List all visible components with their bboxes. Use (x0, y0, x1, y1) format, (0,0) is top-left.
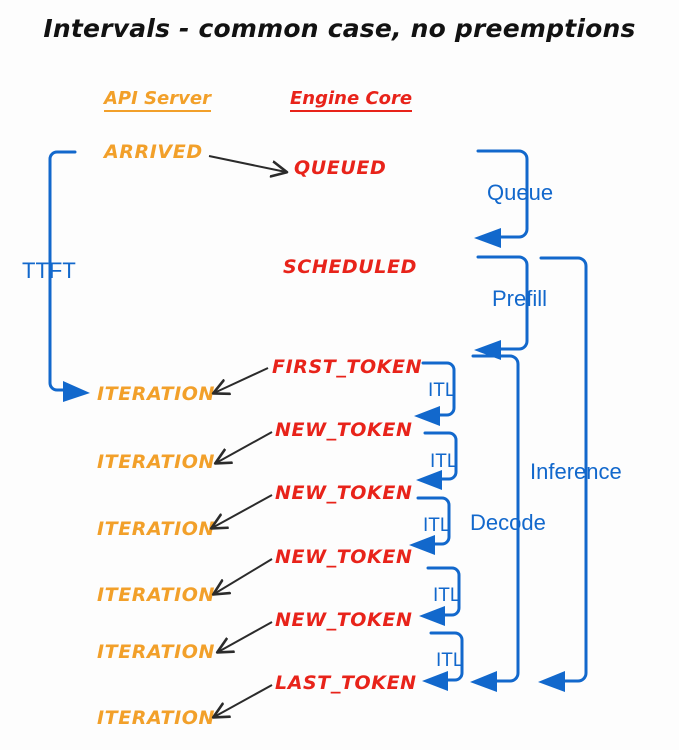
state-iteration-2: ITERATION (97, 451, 216, 473)
state-queued: QUEUED (294, 157, 387, 179)
state-iteration-3: ITERATION (97, 518, 216, 540)
arrow-new-token-2-to-iteration (212, 494, 273, 528)
column-header-api-server: API Server (104, 89, 211, 112)
interval-label-itl-2: ITL (430, 451, 458, 472)
interval-label-itl-5: ITL (436, 650, 464, 671)
arrow-new-token-3-to-iteration (214, 558, 273, 594)
state-first-token: FIRST_TOKEN (272, 356, 423, 378)
state-iteration-4: ITERATION (97, 584, 216, 606)
arrow-arrived-to-queued (208, 155, 286, 172)
interval-label-itl-3: ITL (423, 515, 451, 536)
state-iteration-6: ITERATION (97, 707, 216, 729)
interval-label-itl-1: ITL (428, 380, 456, 401)
state-iteration-1: ITERATION (97, 383, 216, 405)
column-header-engine-core: Engine Core (290, 89, 413, 112)
interval-label-decode: Decode (470, 510, 546, 535)
interval-label-ttft: TTFT (22, 258, 76, 283)
arrow-new-token-1-to-iteration (216, 431, 273, 463)
interval-label-inference: Inference (530, 459, 622, 484)
arrow-last-token-to-iteration (214, 684, 273, 717)
state-new-token-1: NEW_TOKEN (275, 419, 413, 441)
state-scheduled: SCHEDULED (283, 256, 417, 278)
interval-label-prefill: Prefill (492, 286, 548, 311)
state-new-token-4: NEW_TOKEN (275, 609, 413, 631)
state-last-token: LAST_TOKEN (275, 672, 417, 694)
interval-label-itl-4: ITL (433, 585, 461, 606)
state-new-token-3: NEW_TOKEN (275, 546, 413, 568)
page-title: Intervals - common case, no preemptions (43, 14, 636, 43)
arrow-first-token-to-iteration (214, 367, 269, 393)
interval-label-queue: Queue (487, 180, 554, 205)
state-iteration-5: ITERATION (97, 641, 216, 663)
arrow-new-token-4-to-iteration (218, 621, 273, 652)
state-new-token-2: NEW_TOKEN (275, 482, 413, 504)
state-arrived: ARRIVED (104, 141, 203, 163)
